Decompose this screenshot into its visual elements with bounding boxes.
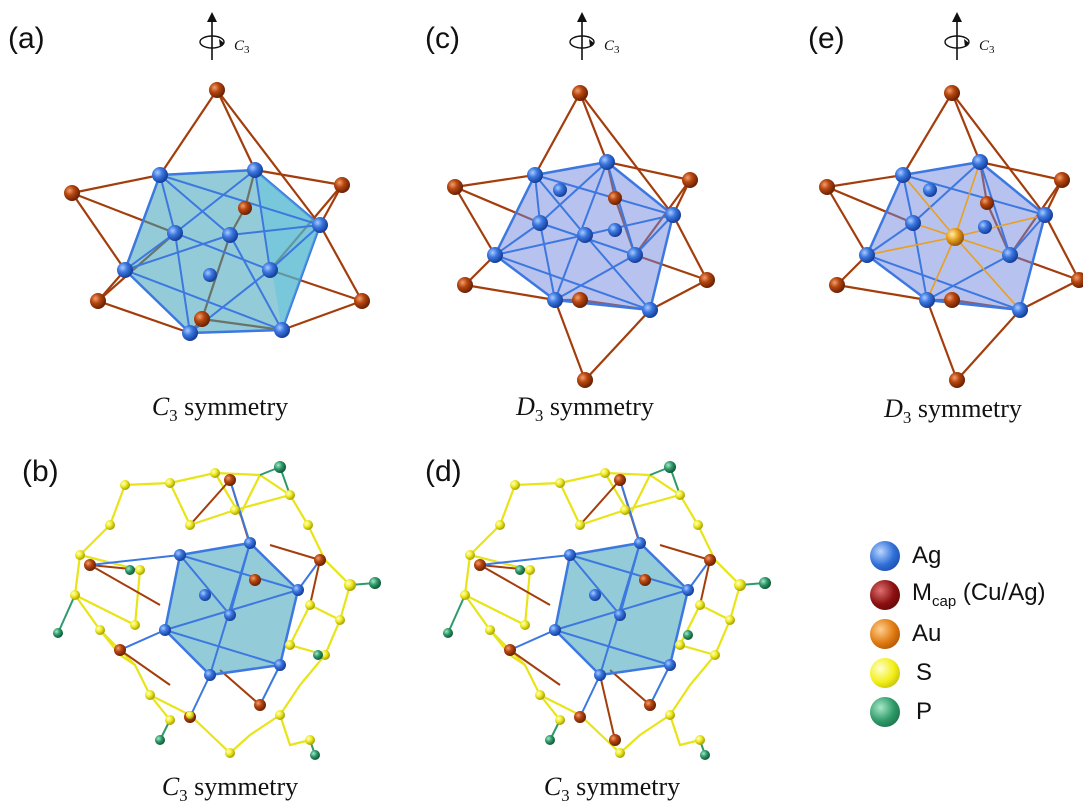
legend-label-s: S [916,658,933,686]
legend-label-au: Au [912,619,942,647]
axis-sub-c: 3 [614,44,620,56]
legend-label-ag: Ag [912,541,942,569]
cluster-structure-e [819,85,1083,388]
legend-swatch-mcap [870,579,900,610]
svg-text:C3: C3 [979,38,995,56]
panel-label-d: (d) [425,455,462,488]
panel-label-e: (e) [808,22,845,55]
caption-d: C3 symmetry [543,772,681,806]
element-legend: Ag Mcap (Cu/Ag) Au S P [870,536,1080,731]
legend-swatch-p [870,696,900,727]
legend-swatch-ag [870,540,900,571]
legend-item-ag: Ag [870,536,1080,575]
axis-sub-a: 3 [244,44,250,56]
axis-sub-e: 3 [989,44,995,56]
caption-e: D3 symmetry [884,394,1022,428]
caption-a: C3 symmetry [151,392,289,426]
legend-swatch-au [870,618,900,649]
c3-rotation-axis-icon-c: C3 [560,12,650,62]
svg-text:C3: C3 [234,38,250,56]
caption-c: D3 symmetry [516,392,654,426]
panel-label-a: (a) [8,22,45,55]
c3-rotation-axis-icon-a: C3 [190,12,280,62]
full-structure-d [443,461,771,760]
caption-b: C3 symmetry [161,772,299,806]
panel-label-b: (b) [22,455,59,488]
svg-text:C3: C3 [604,38,620,56]
legend-item-au: Au [870,614,1080,653]
cluster-structure-a [64,82,370,341]
legend-label-p: P [916,697,933,725]
legend-item-mcap: Mcap (Cu/Ag) [870,575,1080,614]
legend-item-p: P [870,692,1080,731]
full-structure-b [53,461,381,760]
cluster-structure-c [447,85,715,388]
axis-label-e: C [979,38,990,54]
axis-label-c: C [604,38,615,54]
legend-item-s: S [870,653,1080,692]
legend-label-mcap: M [912,579,932,607]
legend-swatch-s [870,657,900,688]
panel-label-c: (c) [425,22,460,55]
axis-label-a: C [234,38,245,54]
c3-rotation-axis-icon-e: C3 [935,12,1025,62]
